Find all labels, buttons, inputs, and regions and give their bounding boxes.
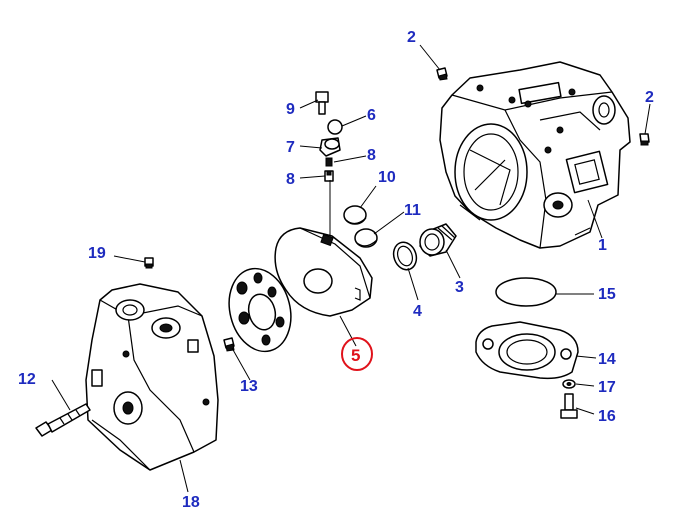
callout-12: 12 [18,371,36,388]
callout-11: 11 [404,202,421,219]
callout-14: 14 [598,351,616,368]
part-2-plug-top [436,67,448,81]
part-17-washer [562,379,576,389]
callout-8-lower: 8 [286,171,295,188]
part-4-o-ring [392,241,418,271]
part-7-fitting [319,137,341,157]
callout-17: 17 [598,379,616,396]
callout-3: 3 [455,279,464,296]
part-8-pin-upper [325,157,333,167]
callout-15: 15 [598,286,616,303]
part-1-pump-case [439,61,631,249]
callout-13: 13 [240,378,258,395]
part-18-end-cover [85,283,219,471]
callout-5-highlighted: 5 [351,346,360,365]
part-6-ball [327,119,343,135]
callout-18: 18 [182,494,200,511]
part-13-port-plate [228,267,292,353]
part-14-flange [475,321,579,380]
part-8-pin-lower [324,170,334,182]
part-2-plug-right [639,133,650,146]
part-10-plug [343,205,367,225]
part-11-plug [354,228,378,248]
callout-10: 10 [378,169,396,186]
leader-lines [51,44,651,493]
part-9-bolt [315,91,329,115]
part-16-bolt [560,393,578,419]
callout-2-top: 2 [407,29,416,46]
callout-7: 7 [286,139,295,156]
callout-8-upper: 8 [367,147,376,164]
highlight-circle [341,337,373,371]
callout-9: 9 [286,101,295,118]
part-12-bolt [35,403,91,437]
callout-1: 1 [598,237,607,254]
part-15-o-ring [495,277,557,307]
callout-2-right: 2 [645,89,654,106]
callout-6: 6 [367,107,376,124]
callout-16: 16 [598,408,616,425]
part-3-coupling [419,223,457,257]
part-19-plug [144,257,154,269]
part-5-valve-plate [274,227,373,317]
callout-4: 4 [413,303,422,320]
callout-19: 19 [88,245,106,262]
part-13-screw [223,337,235,352]
callout-labels: 1 2 2 3 4 5 6 7 8 8 9 10 11 12 13 14 15 … [18,29,654,511]
